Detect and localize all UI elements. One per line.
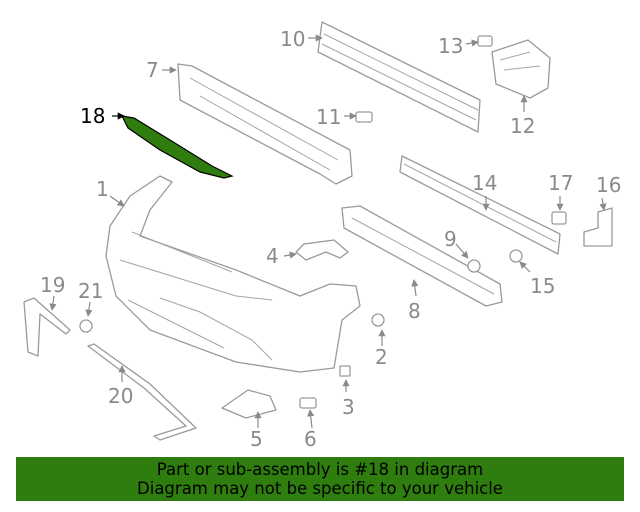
- part-2-clip: [371, 313, 385, 327]
- callout-15: 15: [530, 274, 555, 298]
- part-16-bracket: [583, 207, 613, 247]
- callout-8: 8: [408, 299, 421, 323]
- part-13-bolt: [477, 35, 493, 47]
- callout-1: 1: [96, 177, 109, 201]
- callout-14: 14: [472, 171, 497, 195]
- callout-6: 6: [304, 427, 317, 451]
- callout-17: 17: [548, 171, 573, 195]
- callout-9: 9: [444, 227, 457, 251]
- callout-10: 10: [280, 27, 305, 51]
- part-9-clip: [467, 259, 481, 273]
- part-14-lower-reinforcement: [399, 155, 561, 255]
- part-11-bolt: [355, 111, 373, 123]
- part-12-bracket: [491, 39, 551, 99]
- callout-4: 4: [266, 244, 279, 268]
- callout-2: 2: [375, 345, 388, 369]
- callout-labels: 1 2 3 4 5 6 7 8 9 10 11 12 13 14 15 16 1…: [40, 27, 621, 451]
- part-4-bracket-link: [295, 239, 349, 261]
- info-banner: Part or sub-assembly is #18 in diagram D…: [16, 457, 624, 501]
- banner-line-1: Part or sub-assembly is #18 in diagram: [156, 460, 484, 479]
- part-6-bolt: [299, 397, 317, 409]
- part-15-nut: [509, 249, 523, 263]
- part-20-lower-trim: [87, 343, 197, 441]
- part-10-bumper-reinforcement: [317, 21, 481, 133]
- callout-21: 21: [78, 279, 103, 303]
- part-5-bracket: [221, 389, 277, 419]
- callout-5: 5: [250, 427, 263, 451]
- callout-16: 16: [596, 173, 621, 197]
- callout-19: 19: [40, 273, 65, 297]
- part-17-bolt: [551, 211, 567, 225]
- part-1-bumper-cover: [105, 175, 361, 373]
- leader-lines: [49, 34, 607, 429]
- callout-12: 12: [510, 114, 535, 138]
- part-7-energy-absorber: [177, 63, 353, 185]
- callout-18: 18: [80, 104, 105, 128]
- part-18-highlighted-strip: [120, 115, 234, 179]
- part-3-clip: [339, 365, 351, 377]
- callout-3: 3: [342, 395, 355, 419]
- callout-13: 13: [438, 34, 463, 58]
- callout-11: 11: [316, 105, 341, 129]
- callout-7: 7: [146, 58, 159, 82]
- part-8-lower-absorber: [341, 205, 503, 307]
- callout-20: 20: [108, 384, 133, 408]
- part-19-side-trim: [23, 297, 71, 357]
- banner-line-2: Diagram may not be specific to your vehi…: [137, 479, 503, 498]
- exploded-parts-diagram: 1 2 3 4 5 6 7 8 9 10 11 12 13 14 15 16 1…: [23, 21, 621, 451]
- part-21-clip: [79, 319, 93, 333]
